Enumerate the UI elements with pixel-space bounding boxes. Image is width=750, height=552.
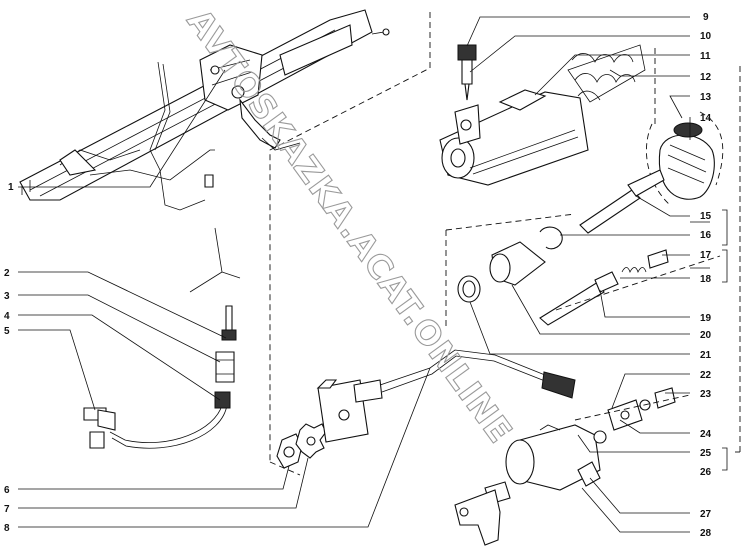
callout-14: 14 [700,113,712,124]
callout-20: 20 [700,330,712,341]
callout-12: 12 [700,72,712,83]
callout-1: 1 [8,182,14,193]
callout-3: 3 [4,291,10,302]
callout-17: 17 [700,250,712,261]
callout-labels: 1 2 3 4 5 6 7 8 9 10 11 12 13 14 15 16 1… [4,12,712,539]
callout-5: 5 [4,326,10,337]
callout-9: 9 [703,12,709,23]
hose-fitting-group [83,305,237,449]
callout-4: 4 [4,311,10,322]
bracket-and-pipe [316,349,576,443]
callout-11: 11 [700,51,711,62]
piston-rod-group [445,169,721,330]
callout-2: 2 [4,268,10,279]
callout-24: 24 [700,429,712,440]
callout-8: 8 [4,523,10,534]
callout-19: 19 [700,313,712,324]
callout-15: 15 [700,211,712,222]
callout-6: 6 [4,485,10,496]
callout-28: 28 [700,528,712,539]
callout-16: 16 [700,230,712,241]
callout-22: 22 [700,370,712,381]
callout-10: 10 [700,31,712,42]
callout-21: 21 [700,350,712,361]
callout-7: 7 [4,504,10,515]
nut-and-washer [276,423,327,469]
callout-26: 26 [700,467,712,478]
group-brackets [690,209,728,471]
direction-arrow [189,227,241,293]
callout-23: 23 [700,389,712,400]
callout-27: 27 [700,509,712,520]
master-cylinder-group [439,44,724,206]
callout-18: 18 [700,274,712,285]
leader-lines [18,16,691,533]
assembly-dashed-outline [269,12,741,476]
pedal-bracket-assembly [19,9,390,211]
callout-13: 13 [700,92,712,103]
slave-cylinder-group [454,387,691,546]
callout-25: 25 [700,448,712,459]
